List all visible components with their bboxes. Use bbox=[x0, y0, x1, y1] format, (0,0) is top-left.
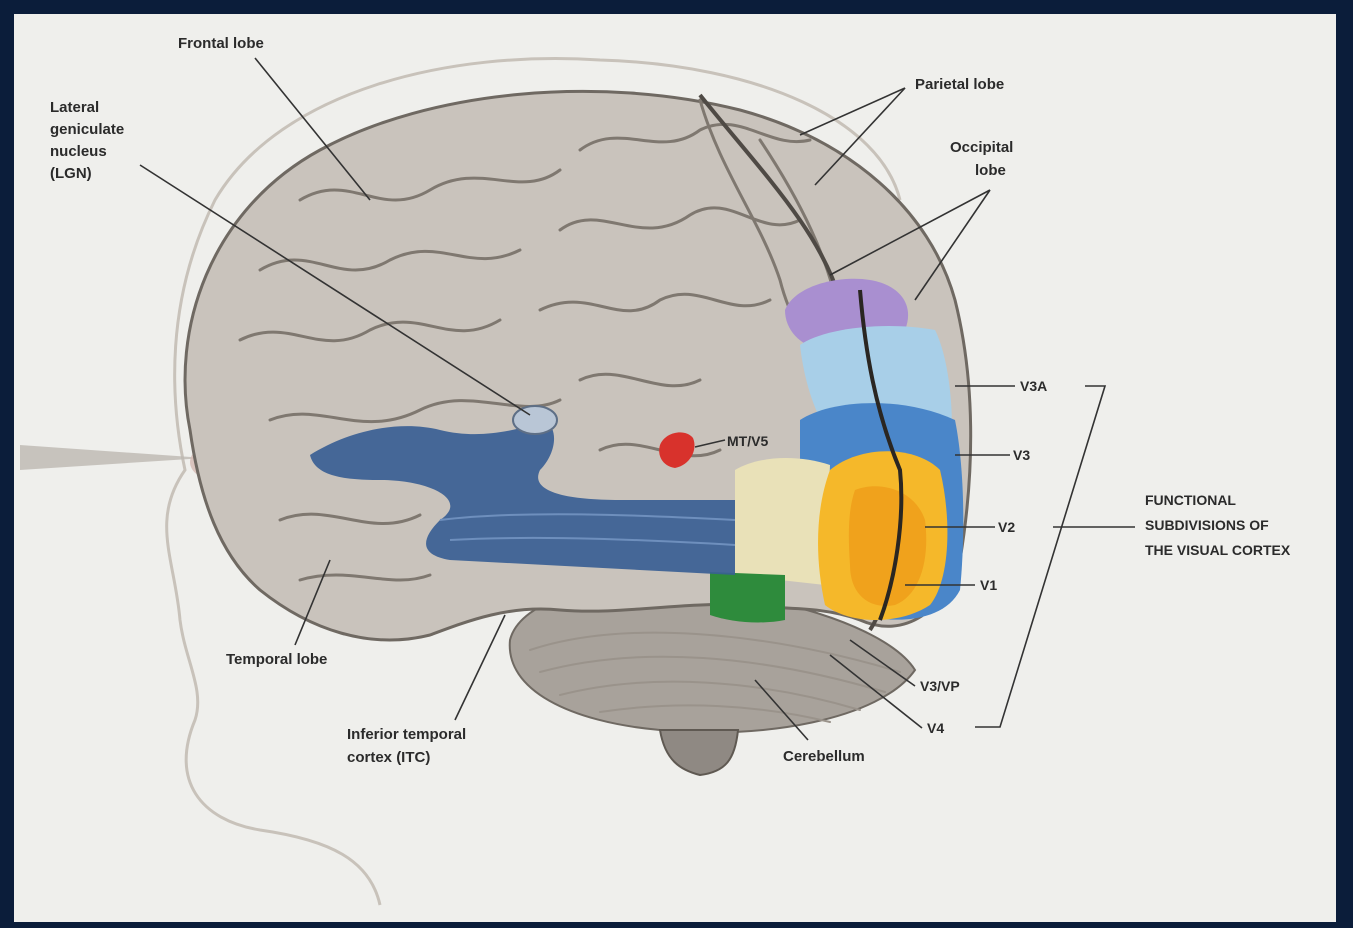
label-v3: V3 bbox=[1013, 447, 1030, 463]
area-v3vp bbox=[735, 458, 830, 585]
label-itc-2: cortex (ITC) bbox=[347, 749, 430, 766]
label-temporal-lobe: Temporal lobe bbox=[226, 651, 327, 668]
label-frontal-lobe: Frontal lobe bbox=[178, 35, 264, 52]
label-parietal-lobe: Parietal lobe bbox=[915, 76, 1004, 93]
label-lgn-1: Lateral bbox=[50, 99, 99, 116]
label-mt-v5: MT/V5 bbox=[727, 433, 768, 449]
label-itc-1: Inferior temporal bbox=[347, 726, 466, 743]
label-v4: V4 bbox=[927, 720, 944, 736]
label-cerebellum: Cerebellum bbox=[783, 748, 865, 765]
label-functional-1: FUNCTIONAL bbox=[1145, 492, 1236, 508]
label-v1: V1 bbox=[980, 577, 997, 593]
lgn-structure bbox=[513, 406, 557, 434]
label-v3vp: V3/VP bbox=[920, 678, 960, 694]
label-functional-3: THE VISUAL CORTEX bbox=[1145, 542, 1291, 558]
label-functional-2: SUBDIVISIONS OF bbox=[1145, 517, 1269, 533]
label-v3a: V3A bbox=[1020, 378, 1047, 394]
label-v2: V2 bbox=[998, 519, 1015, 535]
label-lgn-3: nucleus bbox=[50, 143, 107, 160]
label-occipital-1: Occipital bbox=[950, 139, 1013, 156]
area-v4 bbox=[710, 572, 785, 622]
label-lgn-2: geniculate bbox=[50, 121, 124, 138]
label-occipital-2: lobe bbox=[975, 162, 1006, 179]
label-lgn-4: (LGN) bbox=[50, 165, 92, 182]
